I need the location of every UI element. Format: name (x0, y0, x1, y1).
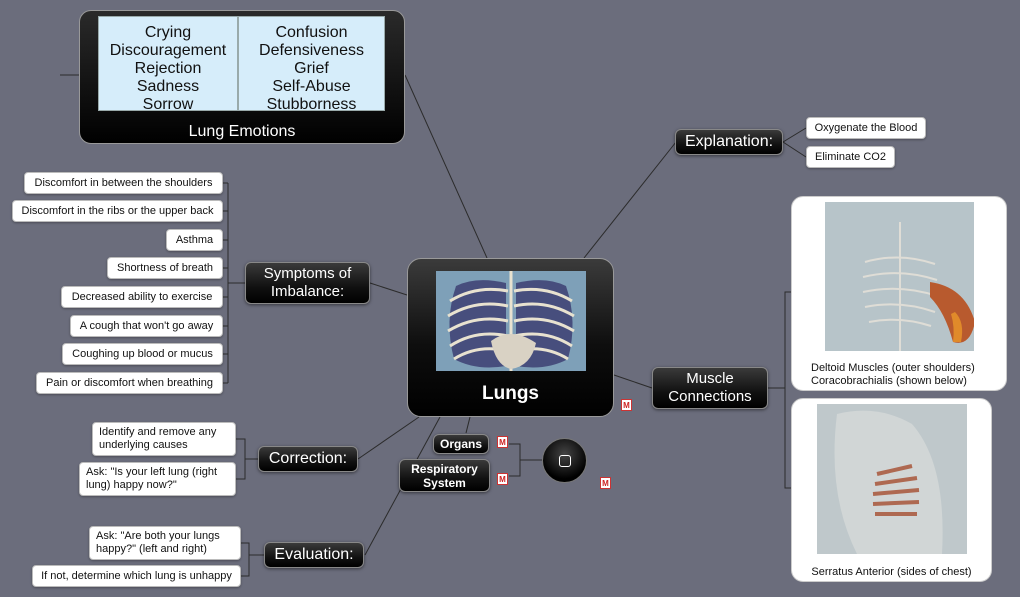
emotions-panel[interactable]: Crying Discouragement Rejection Sadness … (79, 10, 405, 144)
respiratory-system-node[interactable]: Respiratory System (399, 459, 490, 492)
explanation-item[interactable]: Oxygenate the Blood (806, 117, 926, 139)
emotion-item: Discouragement (109, 42, 227, 59)
correction-item[interactable]: Identify and remove any underlying cause… (92, 422, 236, 456)
deltoid-card[interactable]: Deltoid Muscles (outer shoulders) Coraco… (791, 196, 1007, 391)
central-topic-lungs[interactable]: Lungs (407, 258, 614, 417)
deltoid-image (825, 202, 974, 351)
symptoms-label: Symptoms of Imbalance: (263, 265, 352, 300)
map-attachment-icon[interactable]: M (497, 436, 508, 448)
symptom-item[interactable]: A cough that won't go away (70, 315, 223, 337)
symptom-item[interactable]: Asthma (166, 229, 223, 251)
map-attachment-icon[interactable]: M (497, 473, 508, 485)
explanation-node[interactable]: Explanation: (675, 129, 783, 155)
emotions-left-column: Crying Discouragement Rejection Sadness … (98, 16, 238, 113)
serratus-card[interactable]: Serratus Anterior (sides of chest) (791, 398, 992, 582)
emotion-item: Rejection (134, 60, 202, 77)
emotion-item: Self-Abuse (272, 78, 351, 95)
evaluation-node[interactable]: Evaluation: (264, 542, 364, 568)
square-button-icon[interactable] (542, 438, 587, 483)
emotion-item: Grief (294, 60, 329, 77)
correction-node[interactable]: Correction: (258, 446, 358, 472)
map-attachment-icon[interactable]: M (600, 477, 611, 489)
symptoms-node[interactable]: Symptoms of Imbalance: (245, 262, 370, 304)
lungs-anatomy-image (436, 271, 586, 371)
symptom-item[interactable]: Pain or discomfort when breathing (36, 372, 223, 394)
map-attachment-icon[interactable]: M (621, 399, 632, 411)
evaluation-item[interactable]: Ask: "Are both your lungs happy?" (left … (89, 526, 241, 560)
symptom-item[interactable]: Decreased ability to exercise (61, 286, 223, 308)
muscle-connections-node[interactable]: Muscle Connections (652, 367, 768, 409)
emotions-title: Lung Emotions (188, 123, 296, 140)
emotion-item: Confusion (275, 24, 348, 41)
emotion-item: Crying (144, 24, 192, 41)
symptom-item[interactable]: Shortness of breath (107, 257, 223, 279)
evaluation-item[interactable]: If not, determine which lung is unhappy (32, 565, 241, 587)
respiratory-system-label: Respiratory System (411, 461, 478, 490)
emotion-item: Stubborness (266, 96, 357, 113)
central-topic-label: Lungs (482, 383, 539, 404)
correction-item[interactable]: Ask: "Is your left lung (right lung) hap… (79, 462, 236, 496)
muscle-connections-label: Muscle Connections (668, 370, 752, 405)
organs-node[interactable]: Organs (433, 434, 489, 454)
serratus-image (817, 404, 967, 554)
emotion-item: Sadness (136, 78, 200, 95)
serratus-caption: Serratus Anterior (sides of chest) (811, 566, 972, 578)
emotion-item: Defensiveness (259, 42, 364, 59)
deltoid-caption: Deltoid Muscles (outer shoulders) Coraco… (811, 362, 975, 387)
symptom-item[interactable]: Discomfort in the ribs or the upper back (12, 200, 223, 222)
explanation-item[interactable]: Eliminate CO2 (806, 146, 895, 168)
emotion-item: Sorrow (142, 96, 194, 113)
emotions-right-column: Confusion Defensiveness Grief Self-Abuse… (238, 16, 385, 113)
symptom-item[interactable]: Coughing up blood or mucus (62, 343, 223, 365)
symptom-item[interactable]: Discomfort in between the shoulders (24, 172, 223, 194)
